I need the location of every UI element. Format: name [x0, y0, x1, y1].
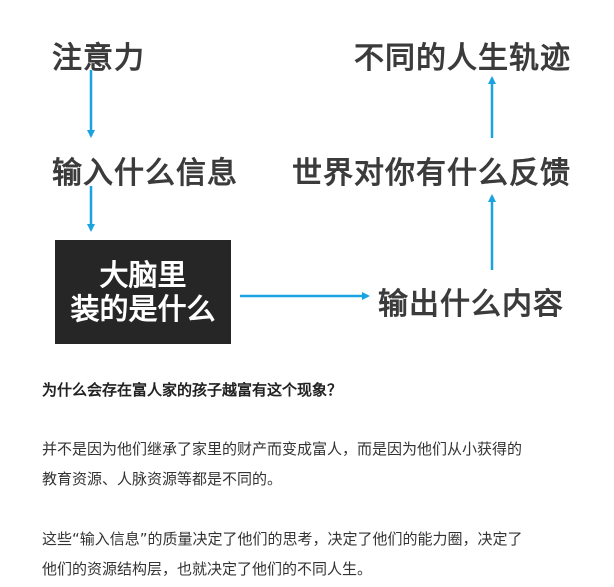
diagram-arrows [87, 70, 496, 300]
paragraph-1-line-2: 教育资源、人脉资源等都是不同的。 [42, 470, 283, 488]
node-attention: 注意力 [52, 41, 145, 76]
paragraph-2-line-1: 这些“输入信息”的质量决定了他们的思考，决定了他们的能力圈，决定了 [42, 530, 523, 548]
node-output: 输出什么内容 [378, 287, 564, 322]
brain-line-1: 大脑里 [99, 258, 187, 292]
brain-line-2: 装的是什么 [70, 292, 216, 326]
paragraph-2-line-2: 他们的资源结构层，也就决定了他们的不同人生。 [42, 560, 373, 578]
node-brain-contents: 大脑里 装的是什么 [55, 240, 231, 344]
article-paragraph-1: 并不是因为他们继承了家里的财产而变成富人，而是因为他们从小获得的 教育资源、人脉… [42, 434, 572, 494]
node-feedback: 世界对你有什么反馈 [292, 156, 571, 191]
article-question: 为什么会存在富人家的孩子越富有这个现象？ [42, 381, 343, 399]
paragraph-1-line-1: 并不是因为他们继承了家里的财产而变成富人，而是因为他们从小获得的 [42, 440, 523, 458]
node-trajectory: 不同的人生轨迹 [354, 41, 571, 76]
node-input-info: 输入什么信息 [52, 156, 238, 191]
article-paragraph-2: 这些“输入信息”的质量决定了他们的思考，决定了他们的能力圈，决定了 他们的资源结… [42, 524, 572, 584]
